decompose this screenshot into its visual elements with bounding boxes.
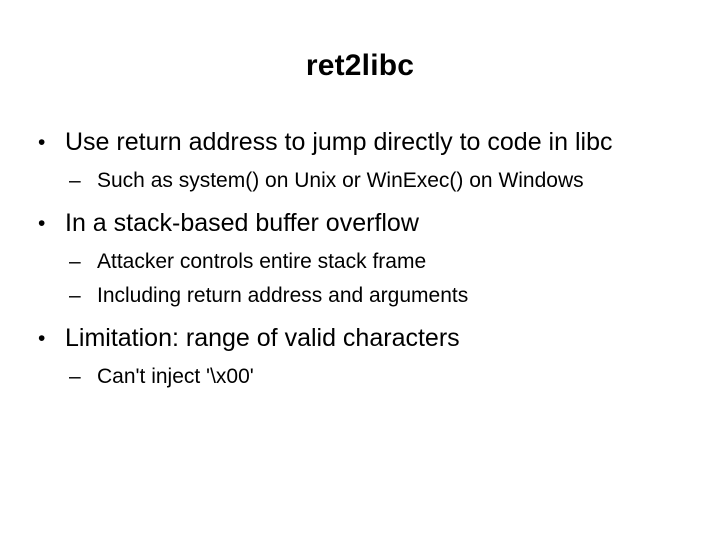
dash-marker-icon: – (69, 365, 81, 388)
page-title: ret2libc (305, 49, 415, 82)
sub-list-item-text: Including return address and arguments (97, 284, 469, 307)
list-item-text: In a stack-based buffer overflow (65, 209, 419, 237)
dash-marker-icon: – (69, 169, 81, 192)
list-item-text: Use return address to jump directly to c… (65, 128, 613, 156)
spacer (0, 309, 720, 323)
sub-list-item: – Can't inject '\x00' (0, 363, 720, 390)
spacer (0, 356, 720, 363)
list-item: • Use return address to jump directly to… (0, 127, 720, 158)
bullet-marker-icon: • (38, 327, 46, 350)
slide-body: • Use return address to jump directly to… (0, 127, 720, 390)
dash-marker-icon: – (69, 250, 81, 273)
list-item-text: Limitation: range of valid characters (65, 324, 460, 352)
spacer (0, 275, 720, 282)
sub-list-item-text: Such as system() on Unix or WinExec() on… (97, 169, 584, 192)
sub-list-item: – Including return address and arguments (0, 282, 720, 309)
sub-list-item-text: Can't inject '\x00' (97, 365, 254, 388)
spacer (0, 194, 720, 208)
sub-list-item-text: Attacker controls entire stack frame (97, 250, 427, 273)
sub-list-item: – Such as system() on Unix or WinExec() … (0, 167, 720, 194)
bullet-marker-icon: • (38, 212, 46, 235)
spacer (0, 160, 720, 167)
spacer (0, 241, 720, 248)
list-item: • In a stack-based buffer overflow (0, 208, 720, 239)
bullet-marker-icon: • (38, 131, 46, 154)
dash-marker-icon: – (69, 284, 81, 307)
list-item: • Limitation: range of valid characters (0, 323, 720, 354)
sub-list-item: – Attacker controls entire stack frame (0, 248, 720, 275)
